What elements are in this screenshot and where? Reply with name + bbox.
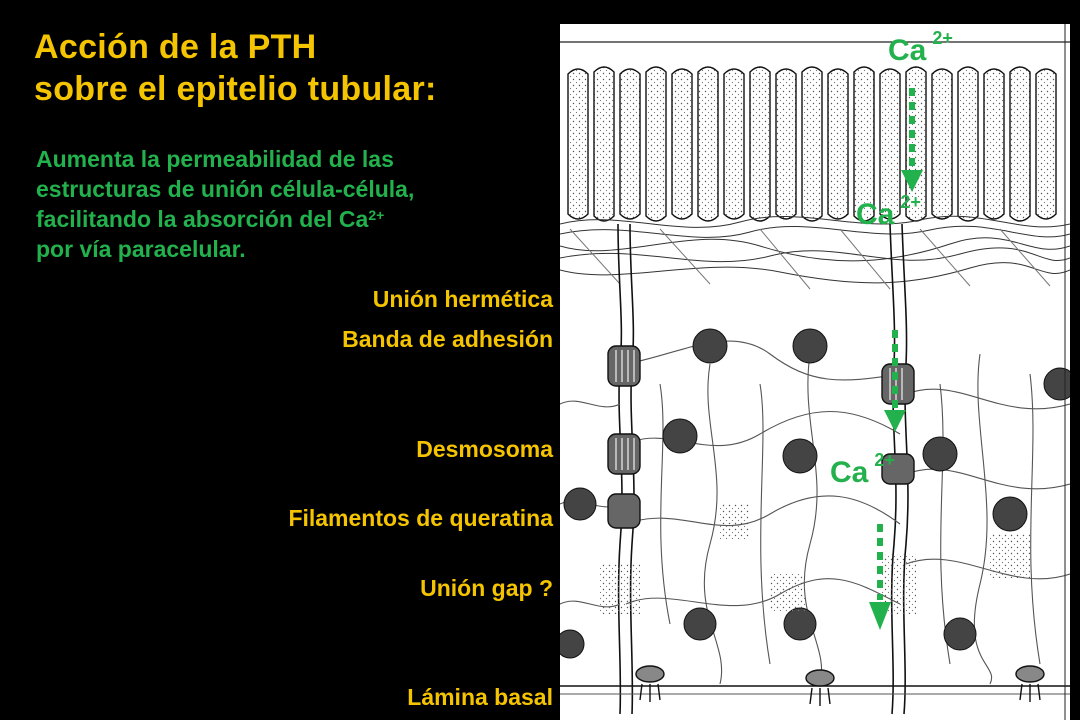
label-basal-lamina: Lámina basal	[407, 684, 553, 710]
calcium-arrow-head-2	[884, 410, 906, 432]
calcium-label-3-charge: 2+	[874, 450, 895, 470]
description-line-1: Aumenta la permeabilidad de las	[36, 146, 394, 172]
microvilli	[567, 66, 1057, 222]
label-desmosome: Desmosoma	[416, 436, 553, 462]
calcium-label-3-ion: Ca	[830, 456, 869, 489]
gap-junction-dots	[600, 504, 1030, 614]
hemidesmosomes	[635, 665, 1045, 706]
junction-complexes	[607, 345, 915, 529]
description-line-2: estructuras de unión célula-célula,	[36, 176, 415, 202]
description-line-3: facilitando la absorción del Ca2+	[36, 204, 506, 234]
description-superscript: 2+	[368, 207, 385, 223]
label-keratin-filaments: Filamentos de queratina	[288, 505, 553, 531]
calcium-arrow-head-3	[869, 602, 891, 630]
calcium-label-1-charge: 2+	[932, 28, 953, 48]
calcium-label-1-ion: Ca	[888, 34, 927, 67]
label-adhesion-belt: Banda de adhesión	[342, 326, 553, 352]
title-line-1: Acción de la PTH	[34, 28, 317, 66]
calcium-arrow-head-1	[901, 170, 923, 192]
epithelium-illustration	[560, 24, 1070, 720]
title-line-2: sobre el epitelio tubular:	[34, 70, 437, 108]
label-tight-junction: Unión hermética	[372, 286, 553, 312]
description-text: Aumenta la permeabilidad de las estructu…	[36, 144, 506, 264]
description-line-3-text: facilitando la absorción del Ca	[36, 206, 369, 232]
description-line-4: por vía paracelular.	[36, 236, 246, 262]
calcium-label-2-ion: Ca	[856, 198, 895, 231]
terminal-web	[560, 215, 1070, 290]
calcium-label-2-charge: 2+	[900, 192, 921, 212]
epithelium-drawing	[560, 24, 1070, 720]
label-gap-junction: Unión gap ?	[420, 575, 553, 601]
desmosomes	[560, 328, 1070, 659]
slide-title: Acción de la PTH sobre el epitelio tubul…	[34, 26, 437, 110]
